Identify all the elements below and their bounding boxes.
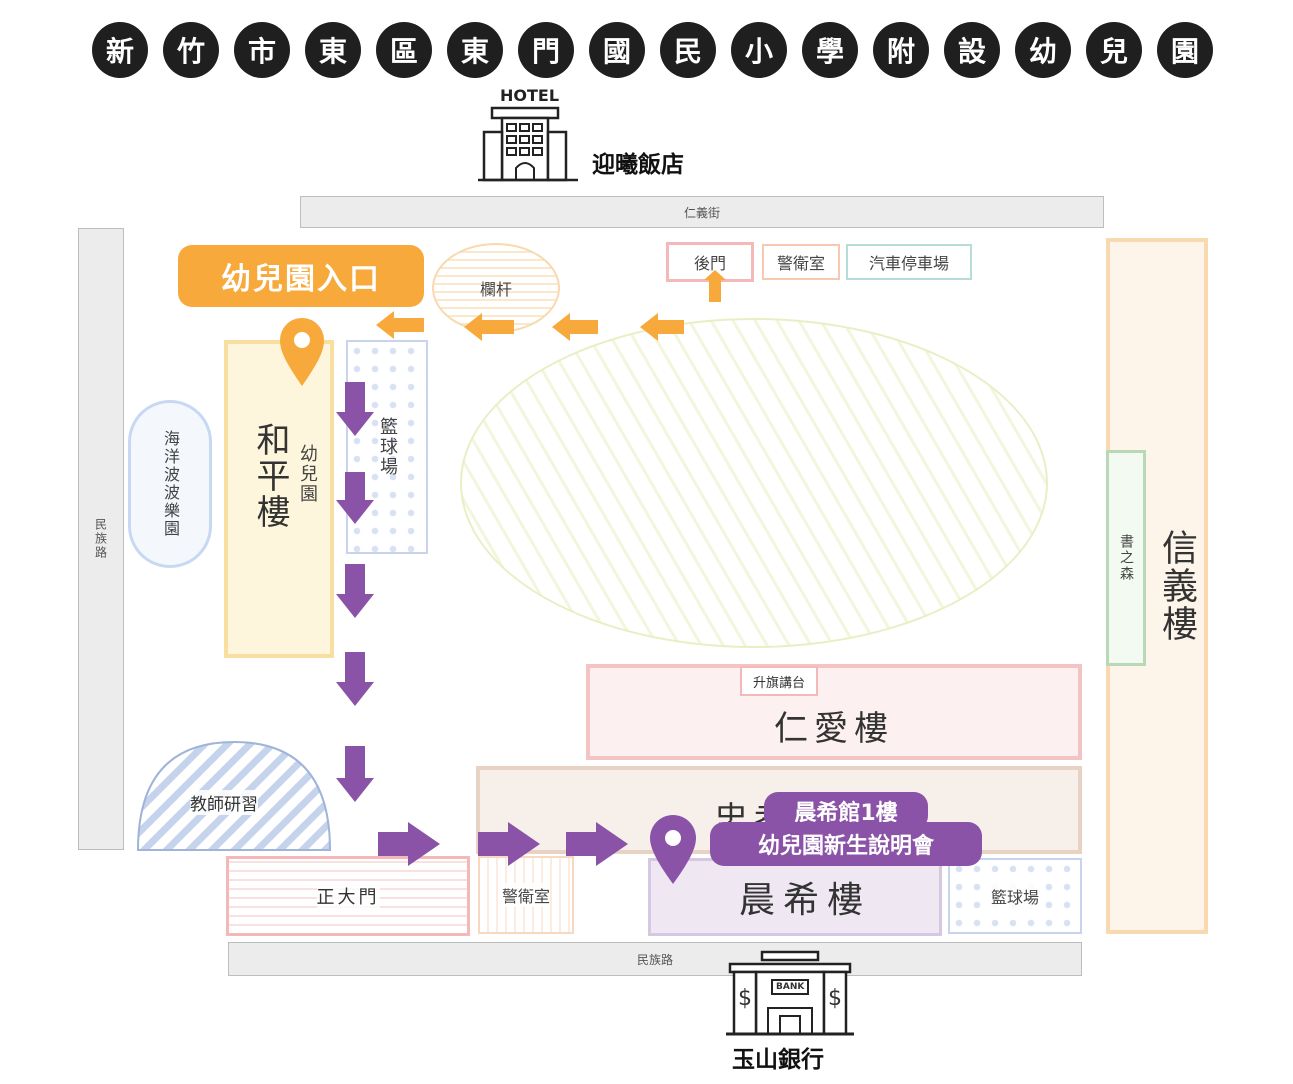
- dollar-left-icon: $: [738, 986, 752, 1011]
- title-char: 幼: [1015, 22, 1071, 78]
- title-char: 門: [518, 22, 574, 78]
- guard-room-north: 警衛室: [762, 244, 840, 280]
- chenxi-building: 晨希樓: [648, 858, 942, 936]
- purple-arrow-icon: [336, 564, 374, 618]
- sports-field: [460, 318, 1048, 648]
- ocean-ball-park: 海洋波波樂園: [128, 400, 212, 568]
- title-char: 園: [1157, 22, 1213, 78]
- title-char: 國: [589, 22, 645, 78]
- bank-icon: BANK $ $: [726, 946, 854, 1038]
- title-char: 小: [731, 22, 787, 78]
- heping-sub: 幼兒園: [297, 444, 318, 504]
- title-char: 兒: [1086, 22, 1142, 78]
- road-north: 仁義街: [300, 196, 1104, 228]
- hotel-icon: HOTEL: [478, 86, 582, 182]
- road-south: 民族路: [228, 942, 1082, 976]
- book-forest: 書之森: [1106, 450, 1146, 666]
- teacher-training-room: 教師研習: [136, 740, 332, 852]
- callout-line2: 幼兒園新生說明會: [710, 822, 982, 866]
- purple-arrow-icon: [336, 652, 374, 706]
- title-char: 東: [447, 22, 503, 78]
- purple-arrow-icon: [336, 746, 374, 802]
- main-gate: 正大門: [226, 856, 470, 936]
- title-char: 竹: [163, 22, 219, 78]
- title-char: 新: [92, 22, 148, 78]
- title-char: 附: [873, 22, 929, 78]
- title-char: 民: [660, 22, 716, 78]
- bank-sign: BANK: [776, 982, 805, 992]
- bank-name: 玉山銀行: [732, 1047, 824, 1073]
- heping-building: 和平樓 幼兒園: [224, 340, 334, 658]
- hotel-sign: HOTEL: [500, 86, 560, 105]
- parking-lot: 汽車停車場: [846, 244, 972, 280]
- map-title: 新竹市東區東門國民小學附設幼兒園: [92, 22, 1213, 78]
- title-char: 設: [944, 22, 1000, 78]
- orange-arrow-icon: [376, 311, 424, 339]
- basketball-court-west: 籃球場: [346, 340, 428, 554]
- dollar-right-icon: $: [828, 986, 842, 1011]
- basketball-court-south: 籃球場: [948, 858, 1082, 934]
- railing: 欄杆: [432, 243, 560, 333]
- entrance-label: 幼兒園入口: [178, 245, 424, 307]
- title-char: 市: [234, 22, 290, 78]
- hotel-name: 迎曦飯店: [592, 152, 684, 178]
- road-west: 民族路: [78, 228, 124, 850]
- orange-arrow-icon: [552, 313, 598, 341]
- guard-room-south: 警衛室: [478, 856, 574, 934]
- title-char: 東: [305, 22, 361, 78]
- back-gate: 後門: [666, 242, 754, 282]
- flag-platform: 升旗講台: [740, 666, 818, 696]
- title-char: 學: [802, 22, 858, 78]
- title-char: 區: [376, 22, 432, 78]
- renai-building: 仁愛樓: [586, 664, 1082, 760]
- heping-name: 和平樓: [250, 422, 290, 530]
